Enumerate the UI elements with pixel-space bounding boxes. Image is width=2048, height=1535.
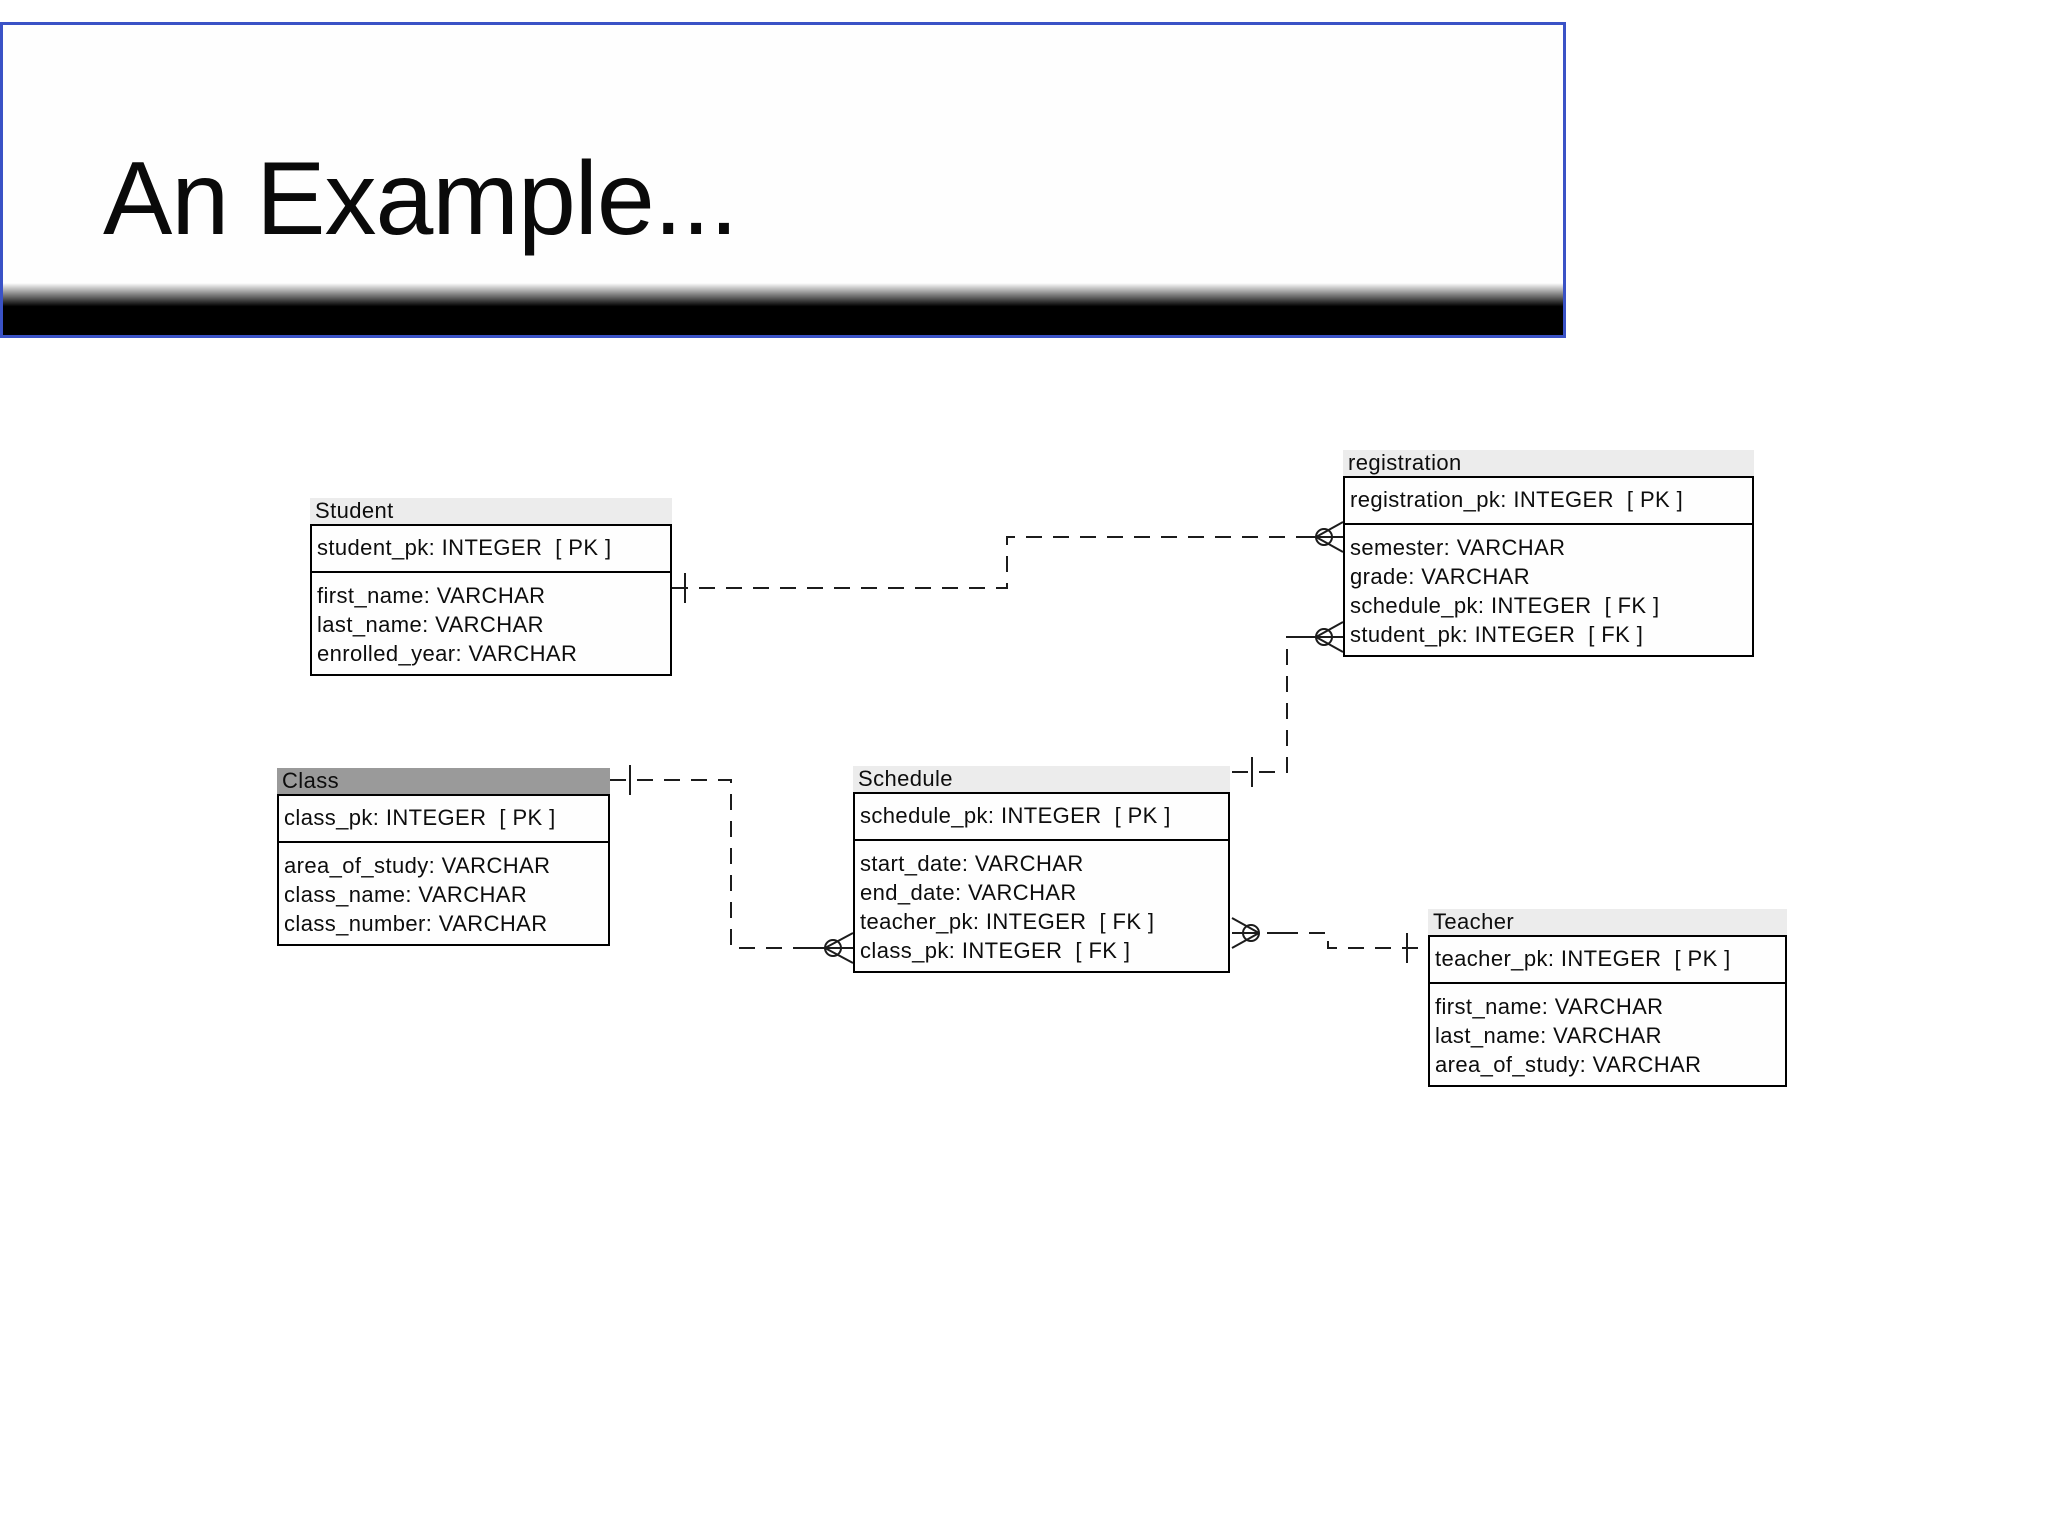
er-table-pk-section: registration_pk: INTEGER [ PK ] <box>1345 478 1752 525</box>
er-table-attr-section: first_name: VARCHAR last_name: VARCHAR are… <box>1430 984 1785 1085</box>
slide-title-box: An Example... <box>0 22 1566 338</box>
er-table-pk-section: teacher_pk: INTEGER [ PK ] <box>1430 937 1785 984</box>
er-field: schedule_pk: INTEGER [ PK ] <box>860 803 1171 828</box>
er-table-title: Schedule <box>853 766 1230 792</box>
cardinality-many-icon <box>1231 917 1282 949</box>
er-field: class_name: VARCHAR <box>284 882 528 907</box>
title-divider-bar <box>3 283 1563 335</box>
relationship-class-schedule <box>610 765 854 964</box>
er-table-pk-section: student_pk: INTEGER [ PK ] <box>312 526 670 573</box>
er-table-title: Class <box>277 768 610 794</box>
er-table-registration: registration registration_pk: INTEGER [ … <box>1343 450 1754 657</box>
cardinality-many-icon <box>806 932 854 964</box>
er-field: student_pk: INTEGER [ FK ] <box>1350 622 1644 647</box>
er-table-attr-section: semester: VARCHAR grade: VARCHAR schedule_… <box>1345 525 1752 655</box>
er-table-box: registration_pk: INTEGER [ PK ] semester… <box>1343 476 1754 657</box>
er-table-box: class_pk: INTEGER [ PK ] area_of_study: … <box>277 794 610 946</box>
er-table-schedule: Schedule schedule_pk: INTEGER [ PK ] sta… <box>853 766 1230 973</box>
er-table-attr-section: area_of_study: VARCHAR class_name: VARCHA… <box>279 843 608 944</box>
relationship-student-registration <box>672 521 1344 603</box>
er-table-student: Student student_pk: INTEGER [ PK ] first… <box>310 498 672 676</box>
er-field: area_of_study: VARCHAR <box>1435 1052 1702 1077</box>
er-table-title: registration <box>1343 450 1754 476</box>
er-table-title: Student <box>310 498 672 524</box>
cardinality-many-icon <box>1302 621 1344 653</box>
er-field: end_date: VARCHAR <box>860 880 1077 905</box>
er-field: class_number: VARCHAR <box>284 911 548 936</box>
er-field: last_name: VARCHAR <box>1435 1023 1662 1048</box>
er-table-attr-section: first_name: VARCHAR last_name: VARCHAR enr… <box>312 573 670 674</box>
cardinality-many-icon <box>1302 521 1344 553</box>
er-field: area_of_study: VARCHAR <box>284 853 551 878</box>
er-field: start_date: VARCHAR <box>860 851 1084 876</box>
relationship-schedule-registration <box>1232 621 1344 787</box>
slide-title: An Example... <box>103 141 738 257</box>
er-table-class: Class class_pk: INTEGER [ PK ] area_of_s… <box>277 768 610 946</box>
er-table-title: Teacher <box>1428 909 1787 935</box>
er-field: teacher_pk: INTEGER [ FK ] <box>860 909 1155 934</box>
relationship-teacher-schedule <box>1231 917 1428 963</box>
er-field: first_name: VARCHAR <box>1435 994 1664 1019</box>
er-table-box: student_pk: INTEGER [ PK ] first_name: V… <box>310 524 672 676</box>
er-field: semester: VARCHAR <box>1350 535 1566 560</box>
er-field: student_pk: INTEGER [ PK ] <box>317 535 612 560</box>
er-field: enrolled_year: VARCHAR <box>317 641 578 666</box>
er-table-attr-section: start_date: VARCHAR end_date: VARCHAR teac… <box>855 841 1228 971</box>
er-field: class_pk: INTEGER [ PK ] <box>284 805 556 830</box>
er-table-box: teacher_pk: INTEGER [ PK ] first_name: V… <box>1428 935 1787 1087</box>
er-table-pk-section: class_pk: INTEGER [ PK ] <box>279 796 608 843</box>
er-field: teacher_pk: INTEGER [ PK ] <box>1435 946 1731 971</box>
er-field: grade: VARCHAR <box>1350 564 1531 589</box>
er-field: schedule_pk: INTEGER [ FK ] <box>1350 593 1660 618</box>
er-field: first_name: VARCHAR <box>317 583 546 608</box>
er-field: registration_pk: INTEGER [ PK ] <box>1350 487 1684 512</box>
er-table-pk-section: schedule_pk: INTEGER [ PK ] <box>855 794 1228 841</box>
er-field: class_pk: INTEGER [ FK ] <box>860 938 1131 963</box>
er-table-teacher: Teacher teacher_pk: INTEGER [ PK ] first… <box>1428 909 1787 1087</box>
er-field: last_name: VARCHAR <box>317 612 544 637</box>
er-table-box: schedule_pk: INTEGER [ PK ] start_date: … <box>853 792 1230 973</box>
